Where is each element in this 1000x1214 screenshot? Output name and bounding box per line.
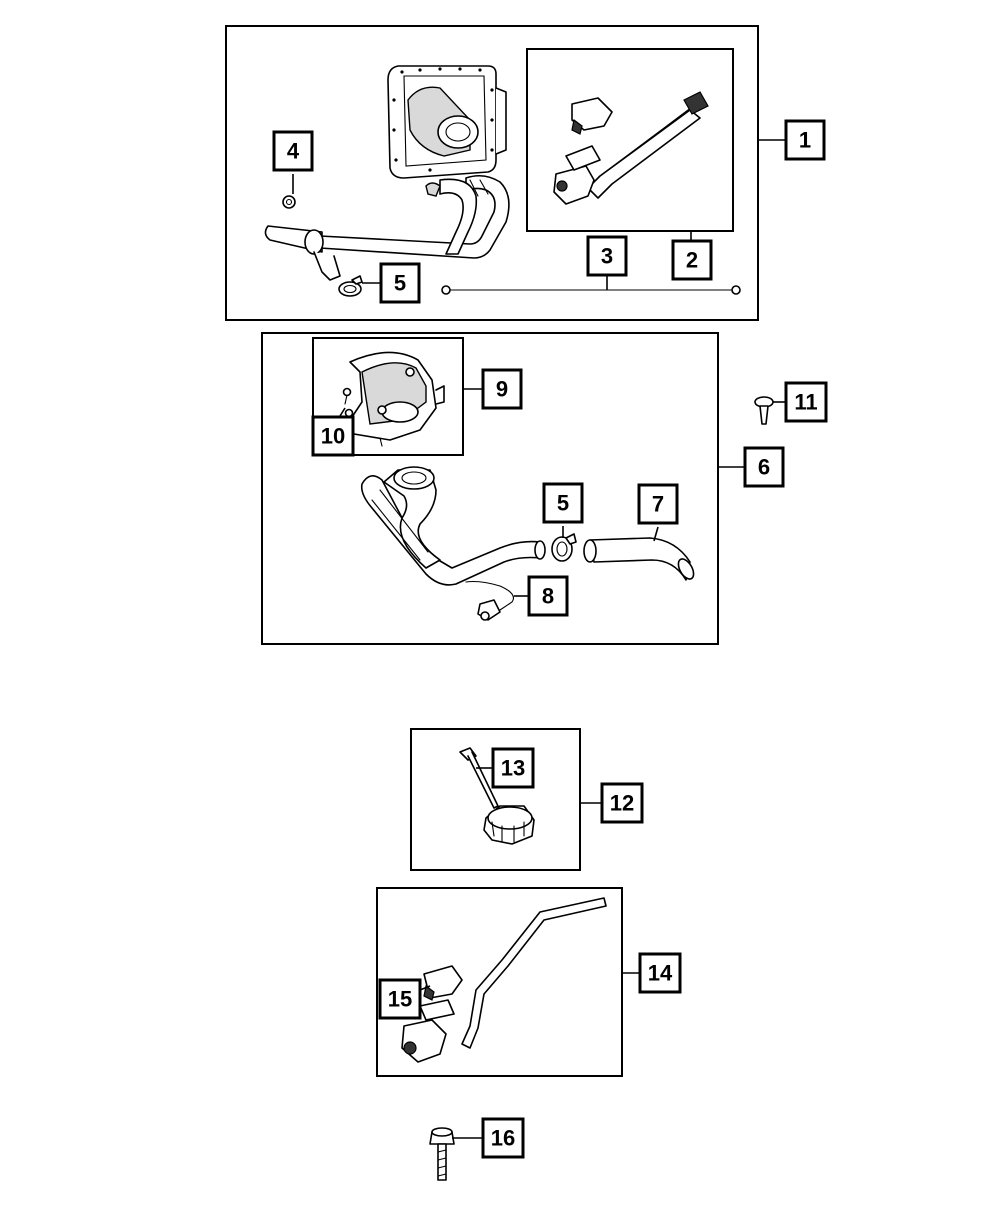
callout-3: 3 bbox=[586, 235, 628, 277]
ground-strap-3-drawing bbox=[441, 285, 741, 295]
hose-7-drawing bbox=[583, 537, 695, 581]
callout-7-label: 7 bbox=[652, 492, 664, 517]
callout-8: 8 bbox=[527, 575, 569, 617]
vapor-tube-14-drawing bbox=[401, 897, 607, 1063]
callout-13-label: 13 bbox=[501, 756, 525, 781]
callout-12-label: 12 bbox=[610, 791, 634, 816]
callout-6-label: 6 bbox=[758, 455, 770, 480]
callout-12: 12 bbox=[600, 782, 644, 824]
group-frame-14 bbox=[376, 887, 623, 1077]
group-frame-2 bbox=[526, 48, 734, 232]
clip-4-drawing bbox=[282, 195, 296, 209]
callout-1: 1 bbox=[784, 119, 826, 161]
housing-bracket-9-drawing bbox=[349, 351, 445, 447]
ground-wire-8-drawing bbox=[465, 580, 515, 621]
group-frame-12 bbox=[410, 728, 581, 871]
callout-5-middle: 5 bbox=[542, 482, 584, 524]
callout-11-label: 11 bbox=[794, 390, 817, 415]
callout-10: 10 bbox=[311, 415, 355, 457]
callout-11: 11 bbox=[784, 381, 828, 423]
screw-11-drawing bbox=[754, 396, 774, 425]
callout-9: 9 bbox=[481, 368, 523, 410]
callout-15-label: 15 bbox=[388, 987, 412, 1012]
group-frame-9 bbox=[312, 337, 464, 456]
callout-4: 4 bbox=[272, 130, 314, 172]
clamp-5-middle-drawing bbox=[551, 533, 577, 562]
callout-6: 6 bbox=[743, 446, 785, 488]
callout-13: 13 bbox=[491, 747, 535, 789]
callout-2: 2 bbox=[671, 239, 713, 281]
callout-14-label: 14 bbox=[648, 961, 673, 986]
callout-2-label: 2 bbox=[686, 248, 698, 273]
tether-13-drawing bbox=[459, 747, 499, 809]
callout-5-top: 5 bbox=[379, 262, 421, 304]
fuel-filler-housing-drawing bbox=[264, 65, 510, 281]
callout-15: 15 bbox=[378, 978, 422, 1020]
bolt-16-drawing bbox=[429, 1127, 455, 1181]
callout-16-label: 16 bbox=[491, 1126, 515, 1151]
fuel-cap-12-drawing bbox=[483, 805, 535, 845]
callout-7: 7 bbox=[637, 483, 679, 525]
callout-3-label: 3 bbox=[601, 244, 613, 269]
callout-9-label: 9 bbox=[496, 377, 508, 402]
callout-16: 16 bbox=[481, 1117, 525, 1159]
vapor-hose-2-drawing bbox=[553, 91, 709, 205]
callout-1-label: 1 bbox=[799, 128, 811, 153]
leader-lines bbox=[292, 139, 786, 1139]
group-frame-1 bbox=[225, 25, 759, 321]
callout-8-label: 8 bbox=[542, 584, 554, 609]
callout-14: 14 bbox=[638, 952, 682, 994]
clamp-5-top-drawing bbox=[338, 275, 363, 297]
callout-5-top-label: 5 bbox=[394, 271, 406, 296]
filler-tube-6-drawing bbox=[360, 466, 546, 586]
group-frame-6 bbox=[261, 332, 719, 645]
callout-5-middle-label: 5 bbox=[557, 491, 569, 516]
callout-10-label: 10 bbox=[321, 424, 345, 449]
callout-4-label: 4 bbox=[287, 139, 300, 164]
